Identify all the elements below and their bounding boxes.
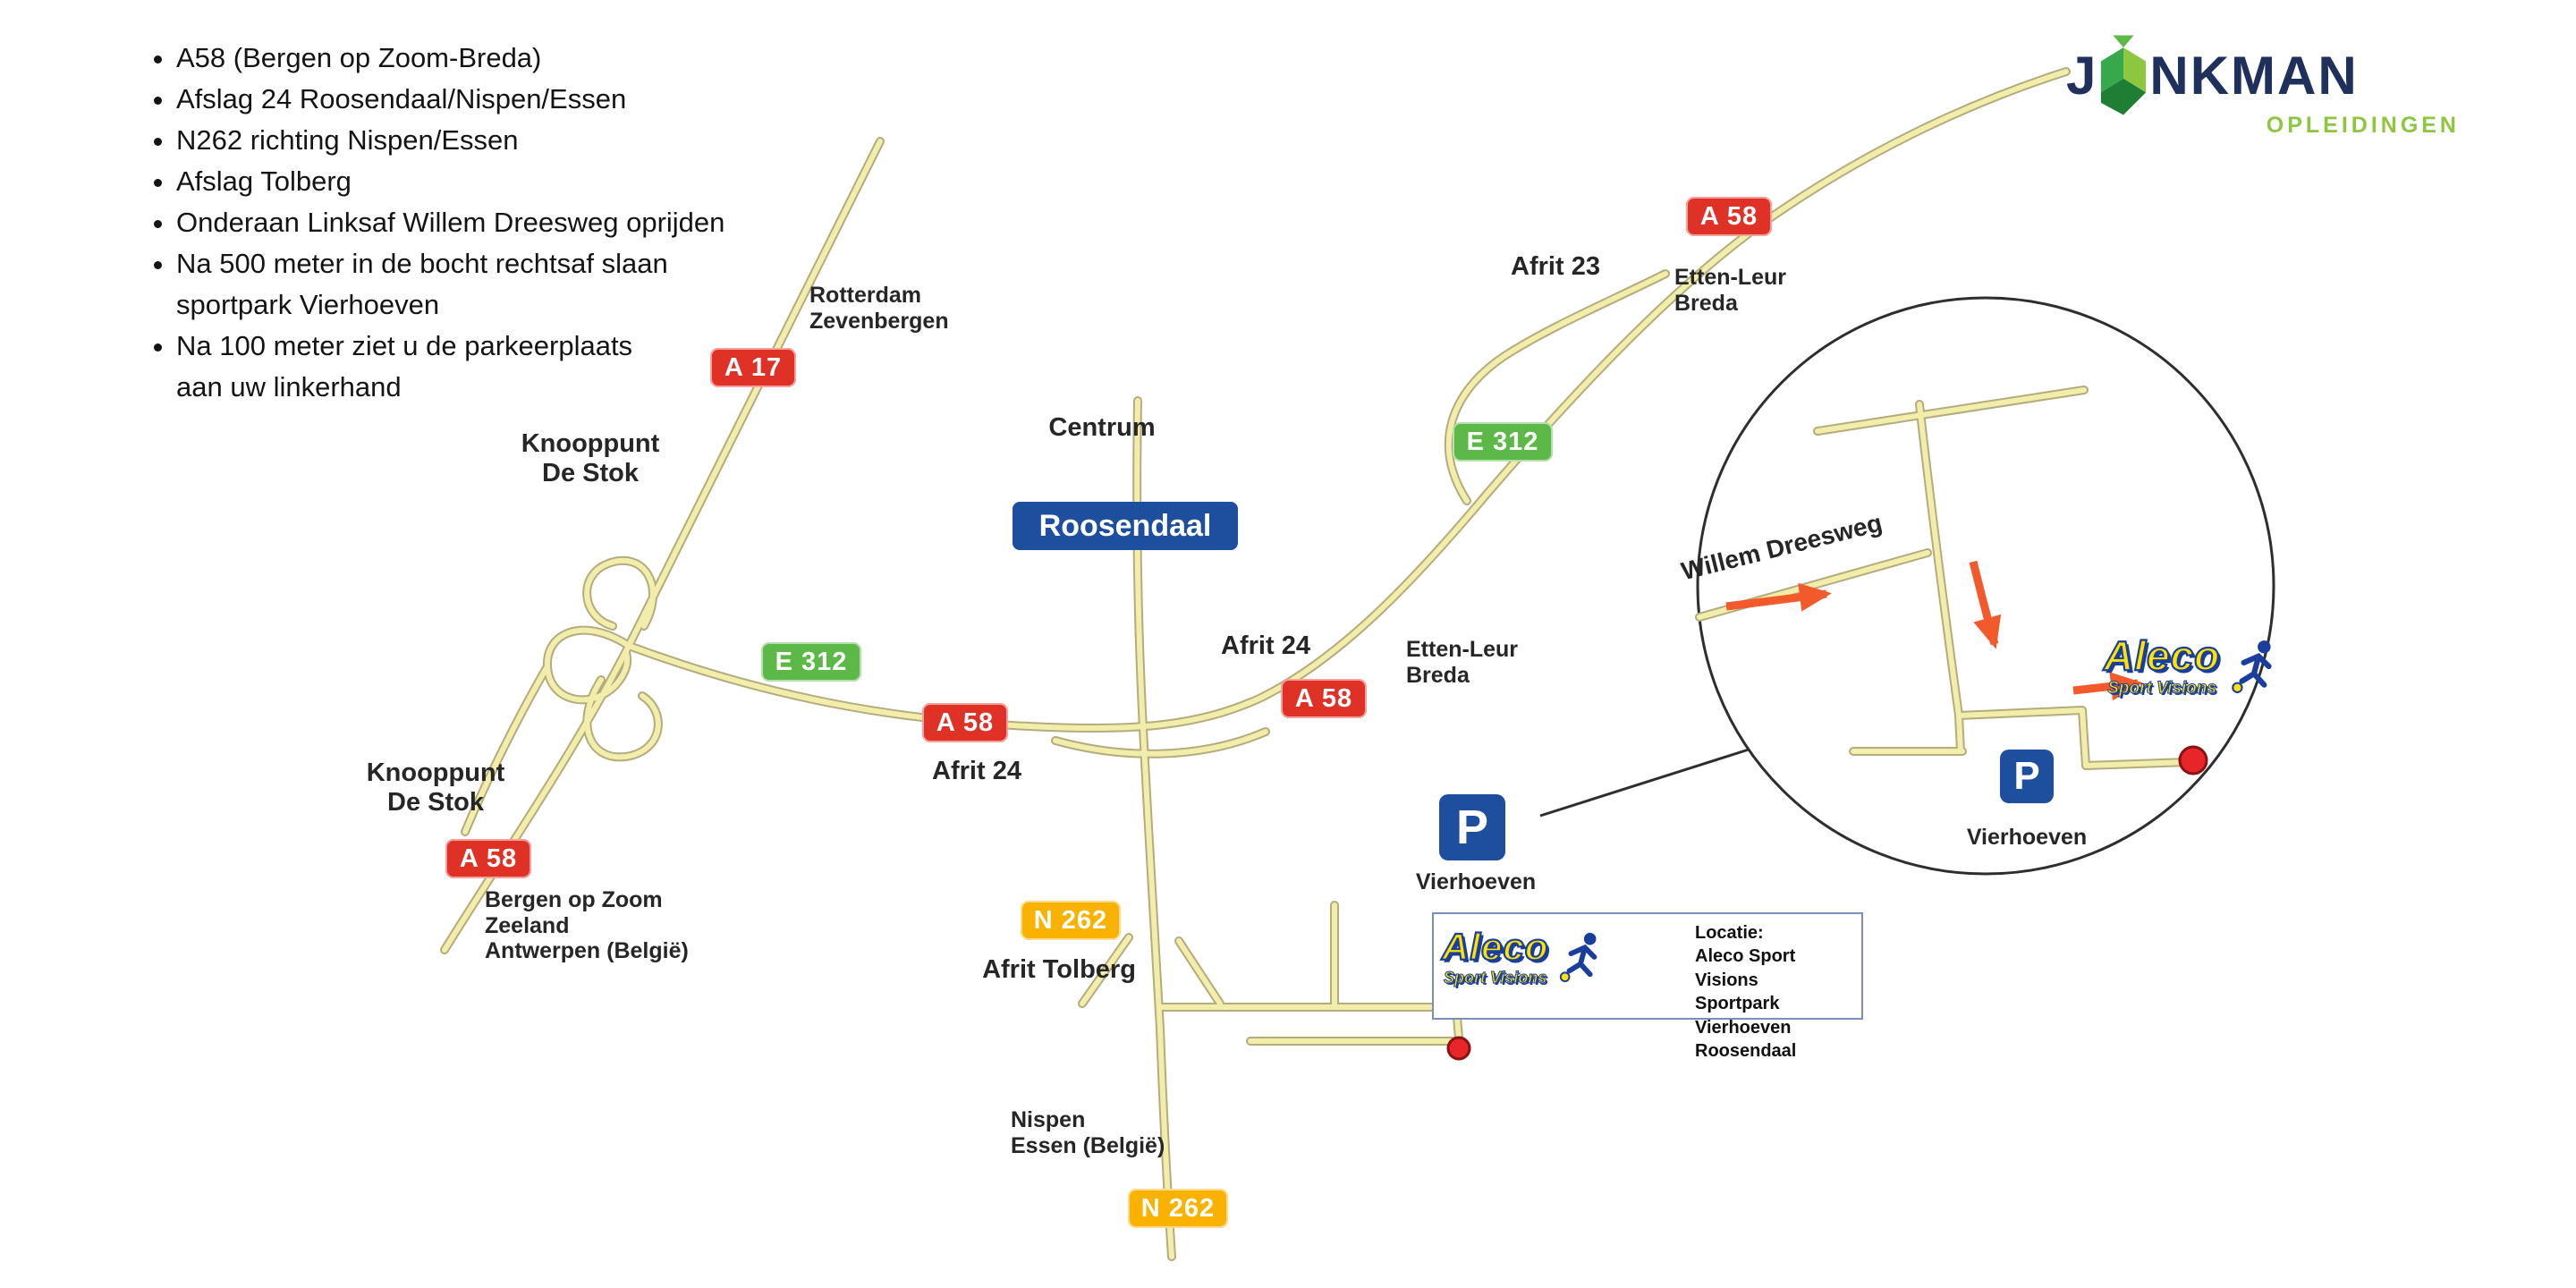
direction-step: Onderaan Linksaf Willem Dreesweg oprijde…	[176, 202, 724, 243]
brand-name-rest: NKMAN	[2149, 45, 2359, 106]
route-arrow-icons	[1725, 560, 2143, 701]
aleco-name: Aleco	[2103, 632, 2221, 679]
direction-step-continuation: sportpark Vierhoeven	[176, 289, 440, 320]
route-badge-a17: A 17	[710, 348, 796, 387]
direction-step: Afslag 24 Roosendaal/Nispen/Essen	[176, 79, 724, 120]
direction-step: Afslag Tolberg	[176, 161, 724, 202]
runner-icon	[2232, 640, 2272, 693]
directions-list: A58 (Bergen op Zoom-Breda) Afslag 24 Roo…	[139, 38, 724, 408]
route-badge-a58-north: A 58	[1686, 197, 1772, 236]
label-vierhoeven-inset: Vierhoeven	[1966, 825, 2088, 850]
label-bergen-op-zoom: Bergen op Zoom Zeeland Antwerpen (België…	[485, 887, 689, 963]
label-rotterdam: Rotterdam Zevenbergen	[809, 283, 949, 334]
arrow-right-icon	[2072, 672, 2143, 701]
location-info-box: Locatie: Aleco Sport Visions Sportpark V…	[1432, 912, 1863, 1061]
aleco-logo: Aleco Sport Visions	[2103, 632, 2283, 698]
route-badge-a58-afrit24: A 58	[1281, 679, 1367, 718]
aleco-name: Aleco	[1441, 926, 1549, 968]
label-ettenleur-top: Etten-Leur Breda	[1674, 265, 1786, 316]
destination-dot	[1446, 1036, 1471, 1061]
label-centrum: Centrum	[1048, 413, 1156, 442]
label-afrit24-east: Afrit 24	[1221, 631, 1310, 660]
route-badge-e312-east: E 312	[1453, 422, 1553, 462]
direction-step: N262 richting Nispen/Essen	[176, 120, 724, 161]
label-ettenleur-mid: Etten-Leur Breda	[1406, 637, 1518, 688]
location-title: Locatie:	[1695, 923, 1764, 943]
direction-step-continuation: aan uw linkerhand	[176, 371, 402, 402]
aleco-subtitle: Sport Visions	[1443, 969, 1547, 987]
arrow-right-icon	[1725, 582, 1832, 612]
route-badge-n262-bottom: N 262	[1128, 1189, 1228, 1228]
label-knooppunt-north: Knooppunt De Stok	[521, 429, 660, 488]
brand-mark-icon	[2101, 35, 2147, 115]
label-knooppunt-south: Knooppunt De Stok	[366, 758, 505, 818]
location-line: Roosendaal	[1695, 1040, 1797, 1061]
arrow-down-icon	[1969, 560, 2002, 649]
jonkman-logo: J NKMAN OPLEIDINGEN	[2066, 34, 2460, 139]
route-badge-n262-top: N 262	[1021, 901, 1121, 940]
label-afrit23: Afrit 23	[1511, 252, 1600, 281]
label-nispen: Nispen Essen (België)	[1011, 1107, 1165, 1158]
destination-dot	[2178, 745, 2208, 775]
aleco-logo: Aleco Sport Visions	[1441, 926, 1607, 987]
location-line: Sportpark Vierhoeven	[1695, 994, 1792, 1038]
direction-step: Na 100 meter ziet u de parkeerplaats	[176, 326, 724, 367]
zoom-circle	[1696, 296, 2275, 876]
location-line: Aleco Sport Visions	[1695, 946, 1796, 990]
label-afrit-tolberg: Afrit Tolberg	[982, 955, 1136, 984]
direction-step: A58 (Bergen op Zoom-Breda)	[176, 38, 724, 79]
callout-line	[1539, 748, 1750, 818]
label-vierhoeven-main: Vierhoeven	[1415, 869, 1537, 894]
roosendaal-city-sign: Roosendaal	[1013, 502, 1238, 550]
label-afrit24-west: Afrit 24	[932, 757, 1021, 785]
route-badge-a58-west: A 58	[922, 703, 1008, 742]
brand-subtitle: OPLEIDINGEN	[2266, 113, 2460, 138]
runner-icon	[1560, 932, 1597, 983]
direction-step: Na 500 meter in de bocht rechtsaf slaan	[176, 243, 724, 284]
parking-icon: P	[2000, 750, 2054, 803]
brand-name-prefix: J	[2066, 45, 2098, 106]
aleco-subtitle: Sport Visions	[2107, 679, 2217, 698]
route-badge-a58-south: A 58	[445, 839, 531, 878]
route-badge-e312-west: E 312	[761, 642, 861, 682]
parking-icon: P	[1439, 794, 1505, 860]
